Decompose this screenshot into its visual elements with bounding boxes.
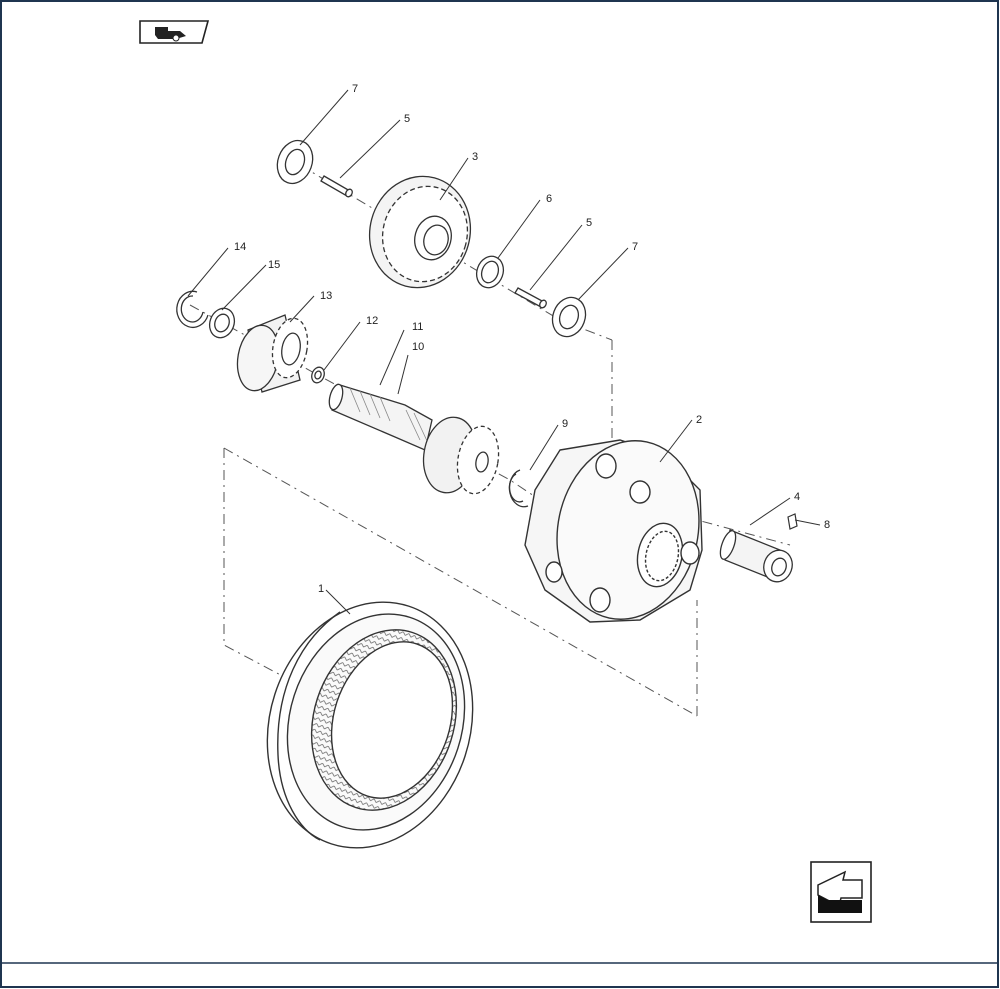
callout-13: 13	[320, 290, 332, 302]
part-13-sun-gear	[236, 314, 309, 393]
part-1-ring-gear	[266, 601, 474, 849]
part-15-washer	[208, 307, 236, 339]
part-9-snap-ring	[508, 469, 529, 508]
callout-1: 1	[318, 583, 324, 595]
part-7-thrust-washer-top	[276, 139, 314, 185]
callout-6: 6	[546, 193, 552, 205]
callout-leaders	[187, 89, 821, 615]
part-14-snap-ring	[176, 290, 209, 328]
callout-4: 4	[794, 491, 800, 503]
next-page-arrow-icon[interactable]	[810, 861, 872, 923]
callout-9: 9	[562, 418, 568, 430]
part-11-pinion-gear	[422, 416, 500, 495]
tractor-direction-icon	[139, 20, 210, 44]
callout-5-lower: 5	[586, 217, 592, 229]
part-2-planet-carrier	[524, 439, 703, 623]
part-5-pin-lower	[514, 287, 547, 309]
callout-8: 8	[824, 519, 830, 531]
callout-labels: 7 5 3 6 5 7 14 15 13 12 11 10 9 2 4 8 1	[234, 83, 830, 595]
callout-10: 10	[412, 341, 424, 353]
callout-15: 15	[268, 259, 280, 271]
callout-14: 14	[234, 241, 246, 253]
part-6-snap-ring	[475, 255, 505, 289]
callout-5-top: 5	[404, 113, 410, 125]
callout-2: 2	[696, 414, 702, 426]
part-7-thrust-washer-lower	[551, 296, 587, 338]
part-3-planet-gear	[368, 175, 472, 289]
part-5-pin-top	[320, 175, 353, 198]
callout-7-lower: 7	[632, 241, 638, 253]
part-4-sleeve	[719, 529, 793, 583]
part-8-roll-pin	[787, 513, 798, 530]
part-12-spacer	[311, 366, 325, 384]
callout-7-top: 7	[352, 83, 358, 95]
callout-11: 11	[412, 321, 423, 333]
callout-3: 3	[472, 151, 478, 163]
callout-12: 12	[366, 315, 378, 327]
